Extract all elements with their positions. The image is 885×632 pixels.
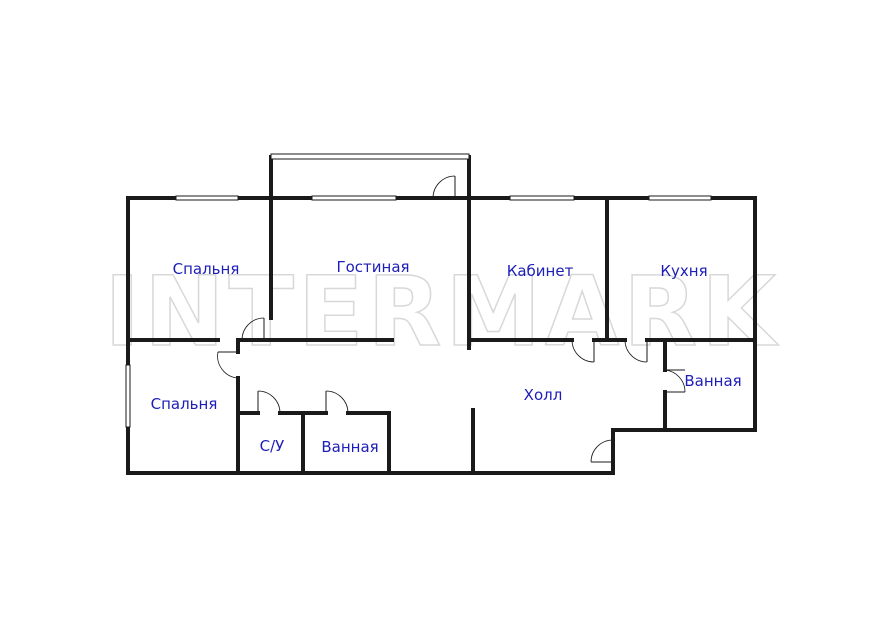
room-label-living-room: Гостиная <box>336 258 409 276</box>
windows <box>125 195 712 428</box>
room-label-bedroom-2: Спальня <box>151 395 218 413</box>
room-label-kitchen: Кухня <box>660 262 707 280</box>
doors <box>217 175 686 463</box>
room-label-hall: Холл <box>524 386 563 404</box>
room-label-bathroom-right: Ванная <box>684 372 741 390</box>
balcony <box>269 153 471 200</box>
room-label-bathroom-left: Ванная <box>321 438 378 456</box>
room-label-study: Кабинет <box>507 262 574 280</box>
room-label-wc: С/У <box>260 437 285 455</box>
room-label-bedroom-1: Спальня <box>173 260 240 278</box>
